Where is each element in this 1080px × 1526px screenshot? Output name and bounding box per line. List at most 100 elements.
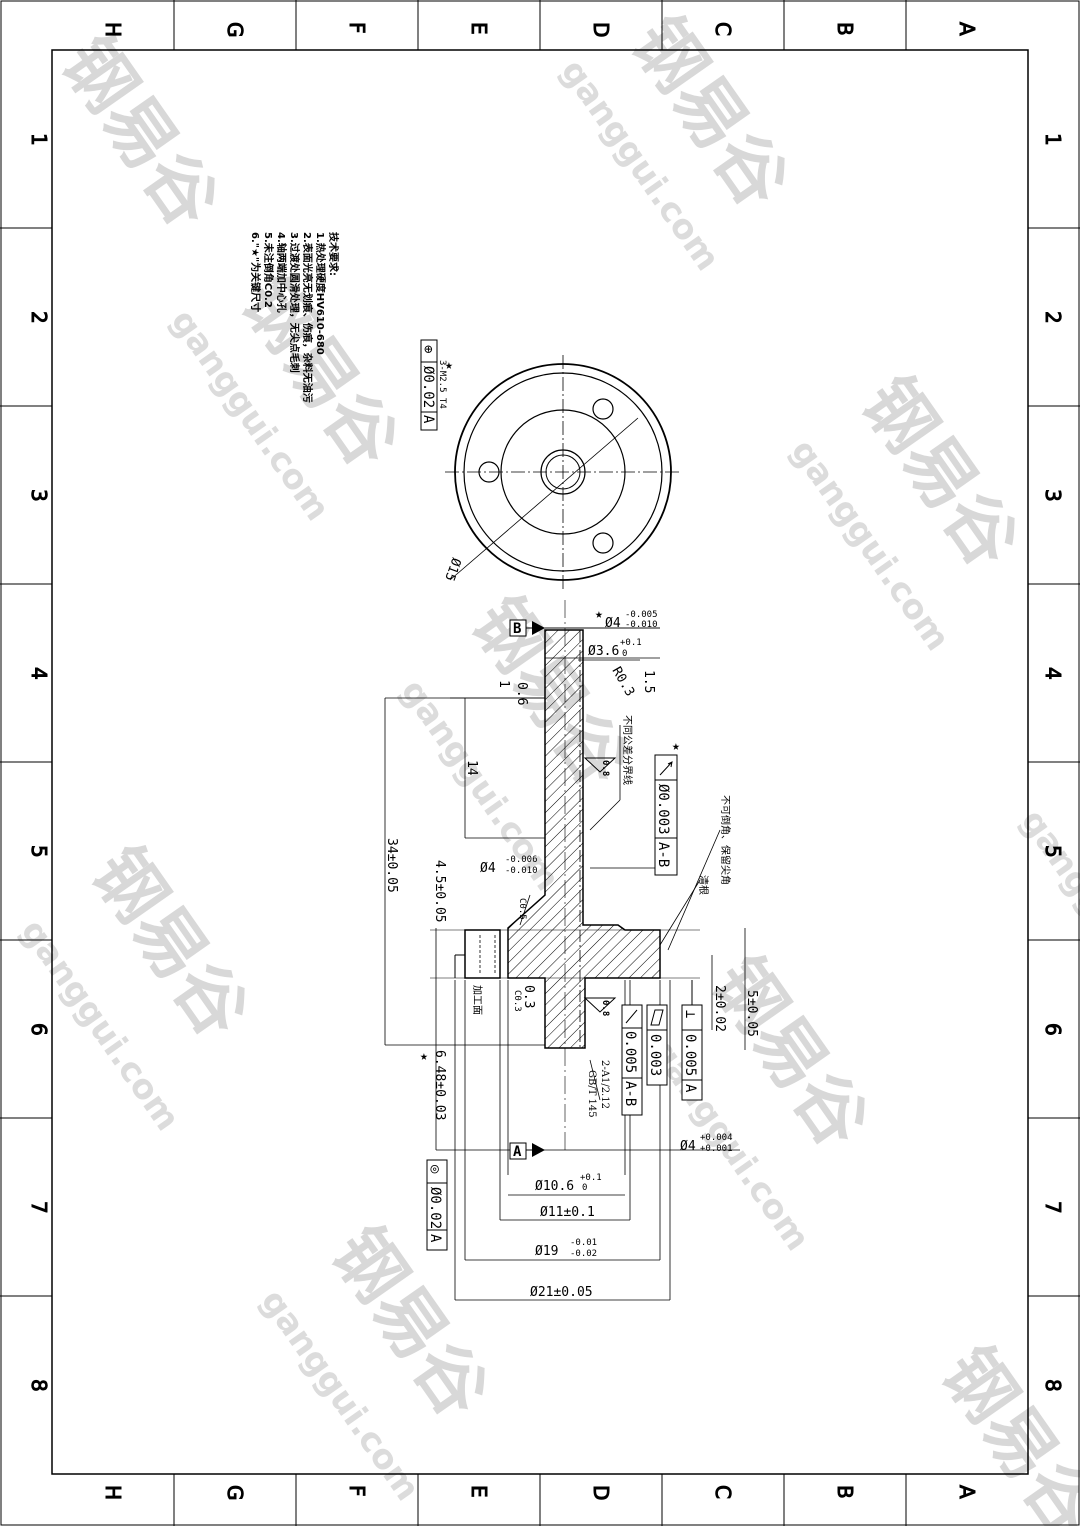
concentricity-fcf: ◎ Ø0.02 A (426, 1159, 448, 1251)
dim-d5: 5±0.05 (744, 990, 759, 1037)
zone-letter: E (467, 22, 491, 35)
zone-number: 7 (1041, 1201, 1065, 1214)
watermark-logo: 钢易谷 (46, 23, 234, 242)
dim-d36-lower: 0 (622, 649, 627, 659)
dim-d36-upper: +0.1 (620, 638, 642, 648)
perp-tol: 0.005 (682, 1034, 698, 1076)
zone-letter: H (101, 1485, 125, 1500)
zone-number: 1 (1041, 133, 1065, 146)
top-view (445, 355, 680, 590)
star-mark: ★ (420, 1049, 428, 1064)
zone-letter: H (101, 22, 125, 37)
perp-datum: A (682, 1084, 698, 1093)
dim-d4-top-lower: -0.010 (625, 620, 658, 630)
note-item: 1.热处理硬度HV610-680 (314, 232, 327, 355)
zone-letter: G (223, 1485, 247, 1501)
dim-d06: 0.6 (514, 682, 529, 705)
concentric-symbol: ◎ (427, 1165, 443, 1174)
zone-number: 5 (27, 845, 51, 858)
zone-letter: F (345, 22, 369, 34)
perp-symbol: ⊥ (682, 1010, 698, 1018)
flatness-fcf: 0.003 (646, 1004, 668, 1086)
zone-letter: C (711, 22, 735, 36)
zone-number: 8 (27, 1379, 51, 1392)
zone-number: 4 (1041, 667, 1065, 680)
position-fcf: ⊕ Ø0.02 A (420, 339, 438, 431)
zone-letter: A (955, 1485, 979, 1499)
dim-d15: 1.5 (641, 670, 656, 693)
runout-top-datum: A-B (655, 842, 671, 867)
zone-letter: D (589, 1485, 613, 1500)
cn-annotations: 不同公差分界线 不可倒角、保留尖角 清根 加工面 2-A1/2.12 GB/T … (471, 715, 732, 1118)
zone-number: 8 (1041, 1379, 1065, 1392)
note-item: 6."★"为关键尺寸 (249, 232, 262, 312)
zone-letter: B (833, 1485, 857, 1499)
dim-d106: Ø10.6 (535, 1179, 574, 1194)
note-center-hole-std: GB/T 145 (586, 1070, 597, 1118)
zone-number: 6 (27, 1023, 51, 1036)
concentric-datum: A (427, 1234, 443, 1243)
perpendicularity-fcf: ⊥ 0.005 A (681, 980, 703, 1101)
zone-letter: C (711, 1485, 735, 1499)
position-tol: Ø0.02 (420, 366, 436, 408)
dim-d21: Ø21±0.05 (530, 1285, 593, 1300)
zone-letter: E (467, 1485, 491, 1498)
dim-d4-mid-lower: -0.010 (505, 866, 538, 876)
zone-number: 3 (1041, 489, 1065, 502)
position-symbol: ⊕ (420, 345, 436, 354)
dim-d106-upper: +0.1 (580, 1173, 602, 1183)
note-item: 3.过渡处圆滑处理，无尖点毛刺 (288, 232, 301, 373)
watermark-logo: 钢易谷 (926, 1333, 1080, 1526)
datum-a: A (509, 1142, 545, 1160)
flatness-tol: 0.003 (647, 1034, 663, 1076)
hole-callout: 3-M2.5 T4 (437, 360, 447, 409)
thread-hole (592, 532, 614, 554)
dim-c05: C0.5 (517, 898, 527, 920)
dim-d19-upper: -0.01 (570, 1238, 597, 1248)
dim-r03: R0.3 (609, 665, 638, 700)
position-datum: A (420, 415, 436, 424)
zone-letter: F (345, 1485, 369, 1497)
zone-number: 5 (1041, 845, 1065, 858)
dim-d36: Ø3.6 (588, 644, 619, 659)
dim-d648: 6.48±0.03 (432, 1050, 447, 1120)
star-mark: ★ (595, 607, 603, 622)
zone-number: 2 (1041, 311, 1065, 324)
runout-fcf-bottom: 0.005 A-B (621, 1004, 643, 1116)
dim-d14: 14 (464, 760, 479, 776)
zone-number: 2 (27, 311, 51, 324)
note-machined: 加工面 (471, 985, 483, 1015)
zone-letter: B (833, 22, 857, 36)
dim-d4-bot-lower: +0.001 (700, 1144, 733, 1154)
note-item: 2.表面光亮无划痕、伤痕，杂料无油污 (301, 232, 314, 403)
runout-fcf-top: Ø0.003 A-B (654, 754, 678, 876)
datum-b-label: B (513, 621, 521, 637)
top-diameter-label: Ø15 (441, 556, 463, 583)
dim-c03: C0.3 (512, 990, 522, 1012)
dim-d03: 0.3 (521, 985, 536, 1008)
dim-d106-lower: 0 (582, 1183, 587, 1193)
dim-d45: 4.5±0.05 (432, 860, 447, 923)
thread-hole (592, 398, 614, 420)
dim-d4-top: Ø4 (605, 616, 621, 631)
roughness-value: 0.8 (600, 760, 610, 776)
diameter-leader (449, 417, 639, 581)
zone-number: 1 (27, 133, 51, 146)
note-item: 5.未注倒角C0.2 (262, 232, 275, 308)
zone-number: 4 (27, 667, 51, 680)
note-tolerance-line: 不同公差分界线 (621, 715, 634, 785)
dim-d2: 2±0.02 (712, 985, 727, 1032)
runout-bot-datum: A-B (622, 1081, 638, 1106)
dim-d4-mid: Ø4 (480, 861, 496, 876)
star-mark: ★ (445, 358, 453, 373)
note-no-chamfer: 不可倒角、保留尖角 (719, 795, 732, 885)
note-clean-root: 清根 (697, 875, 710, 895)
dim-d4-top-upper: -0.005 (625, 610, 658, 620)
roughness-symbol: 0.8 0.8 (583, 757, 617, 1016)
dim-d19-lower: -0.02 (570, 1249, 597, 1259)
zone-letter: A (955, 22, 979, 36)
zone-number: 7 (27, 1201, 51, 1214)
zone-number: 6 (1041, 1023, 1065, 1036)
zone-letter: G (223, 22, 247, 38)
